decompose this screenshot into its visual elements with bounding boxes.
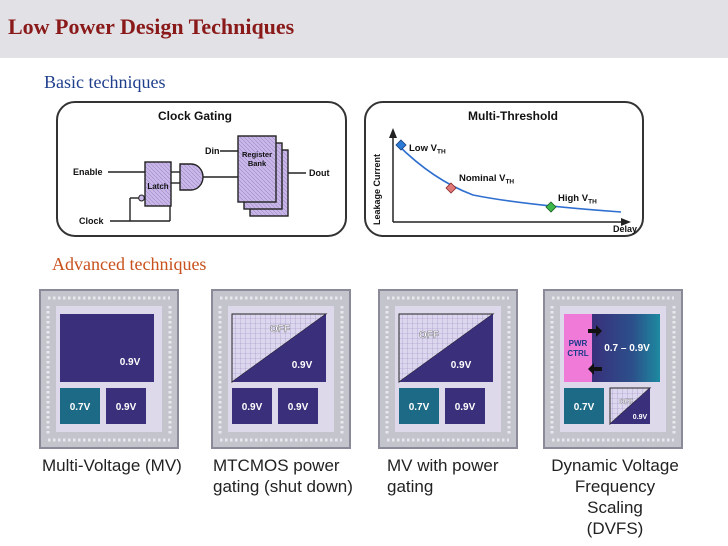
pwr-ctrl-block — [564, 314, 592, 382]
latch-label: Latch — [147, 182, 168, 191]
page-title: Low Power Design Techniques — [8, 14, 295, 39]
domain-right-voltage: 0.9V — [455, 402, 476, 413]
clock-gating-title: Clock Gating — [158, 109, 232, 123]
caption-line: MTCMOS power — [213, 456, 340, 475]
chip-mtcmos: OFF 0.9V 0.9V 0.9V — [211, 289, 351, 449]
domain-right — [106, 388, 146, 424]
pwr-ctrl-label-2: CTRL — [567, 349, 588, 358]
basic-techniques-label: Basic techniques — [44, 72, 166, 92]
dout-label: Dout — [309, 168, 330, 178]
caption-line: Multi-Voltage (MV) — [42, 456, 182, 475]
control-arrow-left — [588, 363, 602, 375]
dvfs-range: 0.7 – 0.9V — [604, 343, 650, 354]
domain-left-voltage: 0.7V — [409, 402, 430, 413]
core-domain — [60, 314, 154, 382]
domain-right-voltage: 0.9V — [288, 402, 309, 413]
pwr-ctrl-label-1: PWR — [569, 339, 588, 348]
and-gate — [179, 163, 204, 191]
chip-dvfs: PWR CTRL 0.7 – 0.9V 0.7V OFF 0.9V — [543, 289, 683, 449]
leakage-curve — [396, 143, 622, 213]
chip-multi-voltage: 0.9V 0.7V 0.9V — [39, 289, 179, 449]
core-voltage: 0.9V — [120, 357, 141, 368]
chip-pins-sides — [46, 306, 172, 434]
caption-line: (DVFS) — [586, 519, 644, 538]
latch — [144, 161, 172, 207]
caption-mv-power-gating: MV with power gating — [387, 455, 517, 497]
clock-gating-diagram: Clock Gating Enable Clock Latch Din Regi… — [56, 101, 347, 237]
domain-right-off-label: OFF — [619, 399, 634, 406]
chip-mv-power-gating: OFF 0.9V 0.7V 0.9V — [378, 289, 518, 449]
caption-multi-voltage: Multi-Voltage (MV) — [42, 455, 182, 476]
register-bank-label-1: Register — [242, 150, 272, 159]
chip-pins-top — [48, 296, 170, 442]
din-label: Din — [205, 146, 220, 156]
core-on-region — [232, 314, 326, 382]
title-bar: Low Power Design Techniques — [0, 0, 728, 58]
domain-right-voltage: 0.9V — [116, 402, 137, 413]
domain-right-on — [610, 388, 650, 424]
domain-left — [564, 388, 604, 424]
caption-dvfs: Dynamic Voltage Frequency Scaling (DVFS) — [545, 455, 685, 539]
register-bank-label-2: Bank — [248, 159, 267, 168]
off-label: OFF — [419, 330, 439, 341]
domain-left — [60, 388, 100, 424]
advanced-techniques-label: Advanced techniques — [52, 254, 207, 274]
clock-label: Clock — [79, 216, 105, 226]
nominal-vth-label: Nominal VTH — [459, 173, 514, 186]
register-bank — [237, 135, 277, 203]
domain-left-voltage: 0.9V — [242, 402, 263, 413]
multi-threshold-frame — [364, 101, 644, 237]
domain-left-voltage: 0.7V — [574, 402, 595, 413]
nominal-vth-marker — [445, 182, 457, 194]
core-voltage: 0.9V — [292, 360, 313, 371]
caption-line: MV with power — [387, 456, 499, 475]
domain-right-voltage: 0.9V — [633, 414, 648, 421]
caption-line: Frequency Scaling — [574, 477, 656, 517]
caption-mtcmos: MTCMOS power gating (shut down) — [213, 455, 358, 497]
high-vth-marker — [545, 201, 557, 213]
low-vth-label: Low VTH — [409, 143, 446, 156]
core-voltage: 0.9V — [451, 360, 472, 371]
core-on-region — [399, 314, 493, 382]
caption-line: gating — [387, 477, 434, 496]
clock-inverter-bubble — [138, 194, 145, 202]
multi-threshold-title: Multi-Threshold — [468, 109, 558, 123]
x-axis-label: Delay — [613, 224, 637, 234]
high-vth-label: High VTH — [558, 193, 597, 206]
control-arrow-right — [588, 325, 602, 337]
multi-threshold-diagram: Multi-Threshold Leakage Current Delay Lo… — [364, 101, 644, 237]
y-axis-label: Leakage Current — [372, 154, 382, 225]
caption-line: Dynamic Voltage — [551, 456, 679, 475]
low-vth-marker — [395, 139, 407, 151]
caption-line: gating (shut down) — [213, 477, 353, 496]
enable-label: Enable — [73, 167, 103, 177]
off-label: OFF — [270, 324, 290, 335]
domain-left-voltage: 0.7V — [70, 402, 91, 413]
